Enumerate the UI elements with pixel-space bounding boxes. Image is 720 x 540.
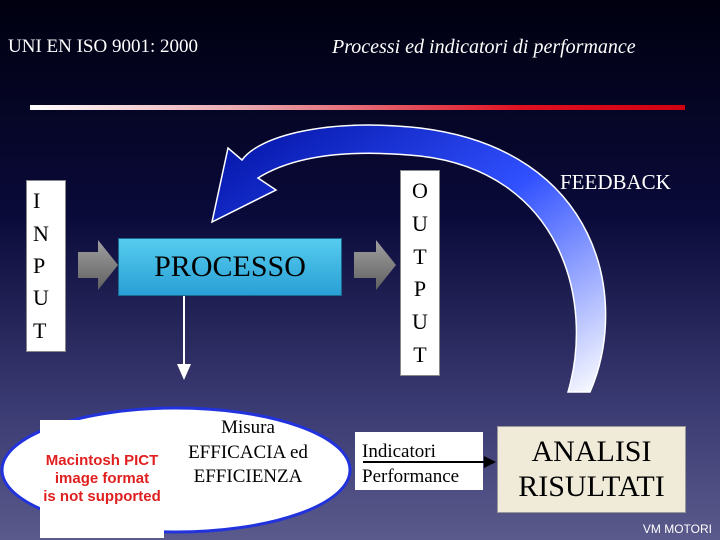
input-letter: I — [33, 188, 41, 214]
output-box: O U T P U T — [400, 170, 440, 376]
pict-placeholder-line: image format — [54, 470, 150, 487]
header-left-title: UNI EN ISO 9001: 2000 — [8, 36, 198, 57]
analysis-results-box: ANALISI RISULTATI — [497, 426, 686, 513]
measure-down-arrowhead — [177, 364, 191, 380]
measure-line: Misura — [221, 417, 275, 438]
output-letter: O — [412, 178, 428, 204]
header-right-title: Processi ed indicatori di performance — [332, 36, 636, 58]
output-letter: P — [413, 276, 427, 302]
pict-placeholder-line: is not supported — [43, 488, 161, 505]
input-to-process-arrow — [78, 240, 118, 290]
input-box: I N P U T — [26, 180, 66, 352]
input-letter: U — [33, 285, 49, 311]
indicator-to-analysis-arrowhead — [484, 456, 496, 468]
analysis-line: RISULTATI — [518, 469, 665, 503]
indicators-line: Indicatori — [362, 441, 436, 462]
feedback-label: FEEDBACK — [560, 170, 671, 194]
analysis-line: ANALISI — [531, 435, 652, 468]
footer-credit: VM MOTORI — [642, 522, 712, 536]
output-letter: U — [412, 308, 428, 334]
pict-placeholder-image: Macintosh PICT image format is not suppo… — [40, 420, 164, 538]
pict-placeholder-line: Macintosh PICT — [45, 452, 159, 469]
feedback-arrow — [210, 124, 607, 393]
output-letter: T — [413, 341, 427, 367]
indicators-line: Performance — [362, 465, 460, 487]
title-divider-bar — [30, 105, 685, 110]
input-letter: T — [33, 317, 47, 343]
output-letter: T — [413, 243, 427, 269]
measure-line: EFFICIENZA — [193, 466, 303, 488]
measure-line: EFFICACIA ed — [188, 441, 308, 463]
input-letter: N — [33, 220, 49, 246]
measure-label: Misura EFFICACIA ed EFFICIENZA — [173, 416, 323, 490]
output-letter: U — [412, 210, 428, 236]
process-to-output-arrow — [354, 240, 396, 290]
indicators-label: Indicatori Performance — [362, 440, 459, 489]
input-letter: P — [33, 252, 46, 278]
process-box: PROCESSO — [118, 238, 342, 296]
